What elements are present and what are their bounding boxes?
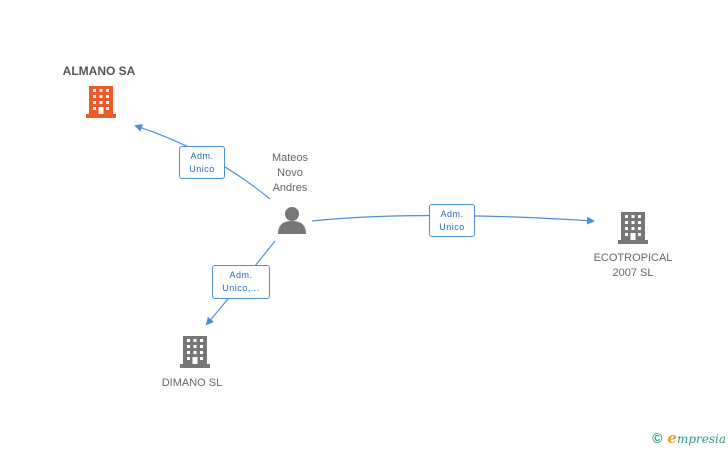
edge-label-ecotropical[interactable]: Adm. Unico xyxy=(429,204,475,237)
copyright-icon: © xyxy=(652,430,663,446)
edge-label-ecotropical-line-2: Unico xyxy=(439,222,465,232)
ecotropical-name-line-1: ECOTROPICAL xyxy=(593,252,673,264)
brand-watermark: © empresia xyxy=(652,429,726,447)
person-icon[interactable] xyxy=(278,207,306,234)
edge-label-almano[interactable]: Adm. Unico xyxy=(179,146,225,179)
edge-label-almano-line-2: Unico xyxy=(189,164,215,174)
brand-initial: e xyxy=(667,429,677,447)
building-icon-almano[interactable] xyxy=(86,86,116,118)
building-icon-ecotropical[interactable] xyxy=(618,212,648,244)
edge-label-dimano-line-1: Adm. xyxy=(229,270,253,280)
edge-label-dimano-line-2: Unico,... xyxy=(222,283,260,293)
ecotropical-name-line-2: 2007 SL xyxy=(612,267,654,279)
edge-label-dimano[interactable]: Adm. Unico,... xyxy=(212,265,270,299)
building-icon-dimano[interactable] xyxy=(180,336,210,368)
person-name-line-2: Novo xyxy=(277,167,303,179)
node-label-almano[interactable]: ALMANO SA xyxy=(62,64,136,78)
node-label-person[interactable]: Mateos Novo Andres xyxy=(250,151,330,196)
edge-label-ecotropical-line-1: Adm. xyxy=(440,209,464,219)
brand-logo: empresia xyxy=(667,429,726,447)
person-name-line-3: Andres xyxy=(272,182,308,194)
node-label-dimano[interactable]: DIMANO SL xyxy=(161,377,223,389)
node-label-ecotropical[interactable]: ECOTROPICAL 2007 SL xyxy=(583,251,683,281)
brand-rest: mpresia xyxy=(676,432,726,446)
person-name-line-1: Mateos xyxy=(271,152,309,164)
edge-label-almano-line-1: Adm. xyxy=(190,151,214,161)
